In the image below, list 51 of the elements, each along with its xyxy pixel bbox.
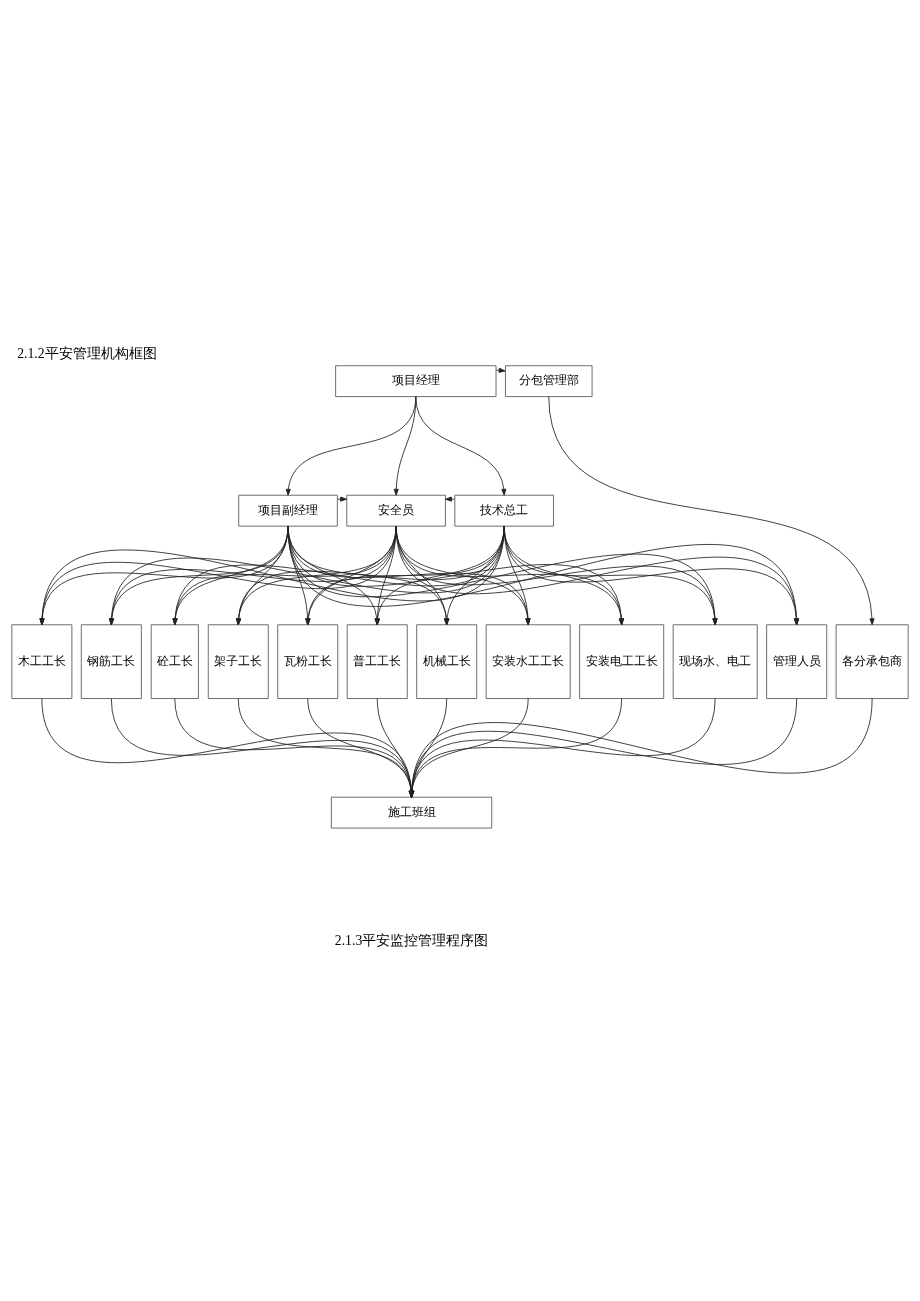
node-box: 施工班组 [330, 796, 493, 829]
arrow [287, 525, 718, 626]
arrow [415, 396, 507, 496]
arrow [409, 698, 798, 798]
label: 2.1.3平安监控管理程序图 [334, 933, 489, 949]
node-box: 安装电工工长 [579, 624, 665, 699]
arrow [287, 525, 531, 626]
arrow [307, 698, 414, 798]
node-box: 项目副经理 [238, 494, 338, 527]
node-box: 砼工长 [150, 624, 199, 699]
arrow [445, 496, 456, 502]
node-box: 技术总工 [454, 494, 554, 527]
arrow [395, 525, 718, 626]
arrow [375, 525, 505, 626]
arrow [409, 698, 448, 798]
node-box: 机械工长 [416, 624, 478, 699]
arrow [409, 698, 623, 798]
node-box: 钢筋工长 [80, 624, 142, 699]
node-box: 木工工长 [11, 624, 73, 699]
arrow [110, 698, 414, 798]
arrow [409, 698, 873, 798]
arrow [287, 525, 800, 626]
node-box: 普工工长 [346, 624, 408, 699]
node-box: 各分承包商 [835, 624, 909, 699]
node-box: 项目经理 [335, 365, 497, 398]
arrow [395, 525, 800, 626]
arrow [237, 698, 414, 798]
diagram-title: 2.1.2平安管理机构框图 [17, 345, 157, 361]
node-box: 安全员 [346, 494, 446, 527]
node-box: 管理人员 [766, 624, 828, 699]
node-box: 分包管理部 [505, 365, 593, 398]
arrow [503, 525, 799, 626]
node-box: 架子工长 [207, 624, 269, 699]
node-box: 现场水、电工 [672, 624, 758, 699]
arrow [376, 698, 414, 798]
node-box: 瓦粉工长 [277, 624, 339, 699]
arrow [395, 525, 531, 626]
arrow [444, 525, 505, 626]
arrow [172, 525, 505, 626]
arrow [395, 525, 624, 626]
arrow [174, 698, 414, 798]
arrow [305, 525, 505, 626]
arrow [337, 496, 347, 502]
arrow [409, 698, 529, 798]
arrow [409, 698, 716, 798]
arrow [548, 396, 875, 626]
arrow [287, 525, 625, 626]
node-box: 安装水工工长 [485, 624, 571, 699]
arrow [235, 525, 505, 626]
arrow [41, 698, 414, 798]
arrow [495, 367, 506, 373]
